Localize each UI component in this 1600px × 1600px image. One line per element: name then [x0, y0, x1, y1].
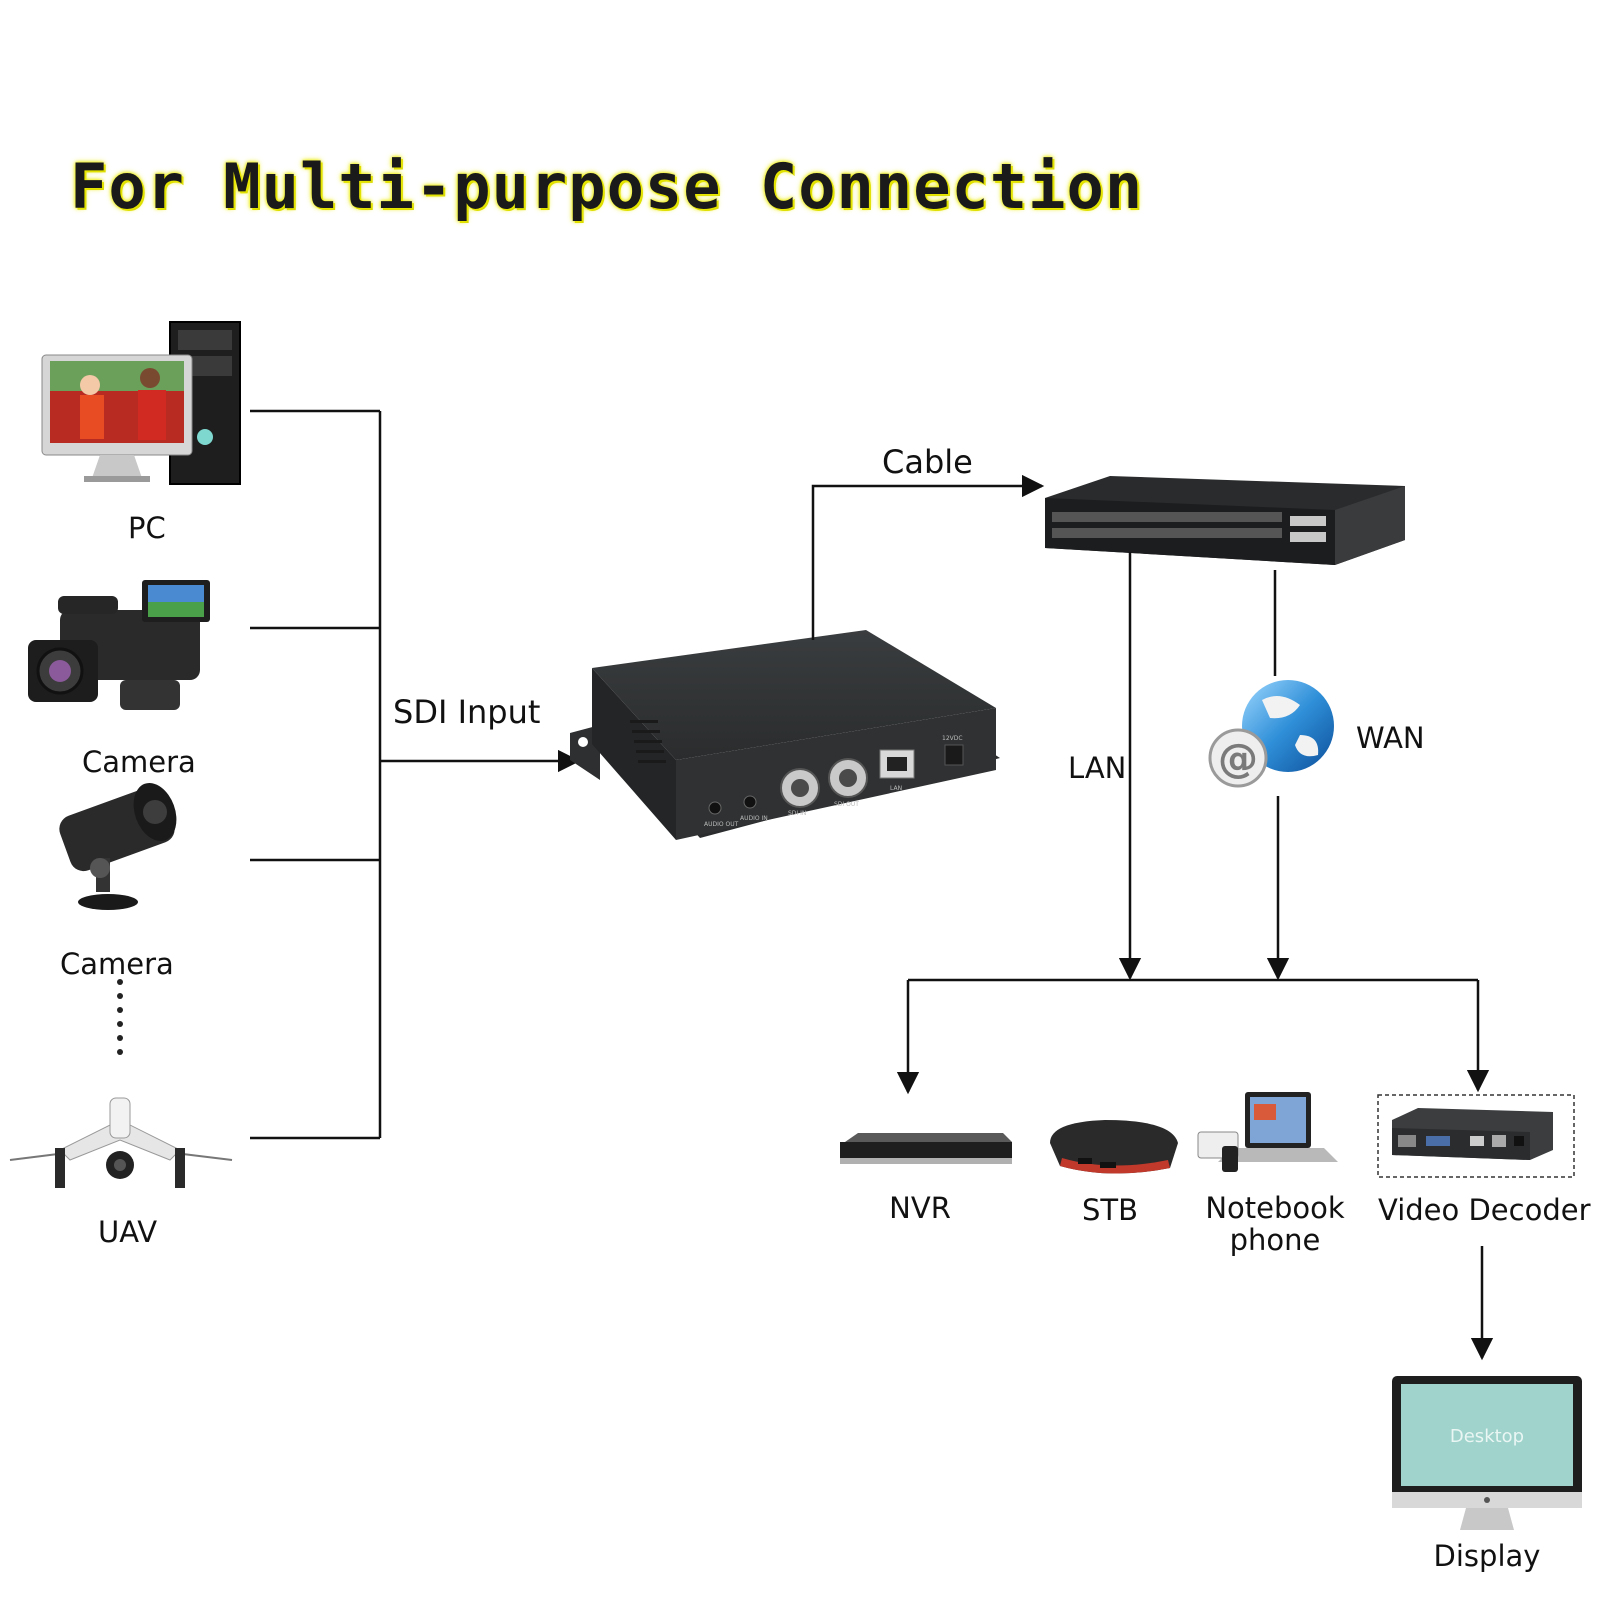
sdi-in-port-label: SDI IN [788, 810, 806, 817]
nvr-icon [840, 1133, 1012, 1164]
video-decoder-icon [1377, 1094, 1575, 1178]
source-bus-lines [250, 409, 382, 1140]
stb-label: STB [1081, 1193, 1139, 1227]
video-decoder-label: Video Decoder [1378, 1193, 1591, 1227]
lan-label: LAN [1068, 751, 1127, 785]
audio-in-port-label: AUDIO IN [740, 815, 768, 822]
pc-icon [41, 321, 241, 485]
display-label: Display [1433, 1539, 1541, 1573]
notebook-phone-icon [1197, 1092, 1338, 1172]
stb-icon [1050, 1120, 1178, 1174]
camera-label-2: Camera [60, 947, 174, 981]
diagram-title: For Multi-purpose Connection [70, 150, 1144, 223]
phone-label: phone [1229, 1223, 1321, 1257]
more-sources-ellipsis [117, 979, 123, 1055]
lan-port-label: LAN [890, 785, 902, 792]
bullet-camera-icon [59, 782, 177, 910]
display-screen-text: Desktop [1450, 1426, 1524, 1447]
uav-drone-icon [9, 1097, 233, 1188]
wan-label: WAN [1356, 721, 1425, 755]
power-port-label: 12VDC [942, 735, 963, 742]
cable-label: Cable [882, 443, 973, 481]
sdi-out-port-label: SDI OUT [834, 801, 859, 808]
camcorder-icon [28, 580, 210, 710]
uav-label: UAV [98, 1215, 158, 1249]
pc-label: PC [128, 511, 166, 545]
audio-out-port-label: AUDIO OUT [704, 821, 739, 828]
network-switch-icon [1045, 476, 1405, 565]
lan-port [879, 749, 915, 779]
notebook-label: Notebook [1205, 1191, 1345, 1225]
sdi-encoder-device: AUDIO OUT AUDIO IN SDI IN SDI OUT LAN 12… [570, 630, 1000, 840]
sdi-out-connector [828, 758, 868, 798]
sdi-in-connector [780, 768, 820, 808]
internet-globe-icon: @ [1208, 680, 1334, 788]
sdi-input-label: SDI Input [393, 693, 541, 731]
display-monitor-icon: Desktop [1392, 1376, 1582, 1530]
svg-text:@: @ [1218, 736, 1258, 782]
cable-arrow [811, 474, 1045, 640]
nvr-label: NVR [889, 1191, 951, 1225]
camera-label-1: Camera [82, 745, 196, 779]
